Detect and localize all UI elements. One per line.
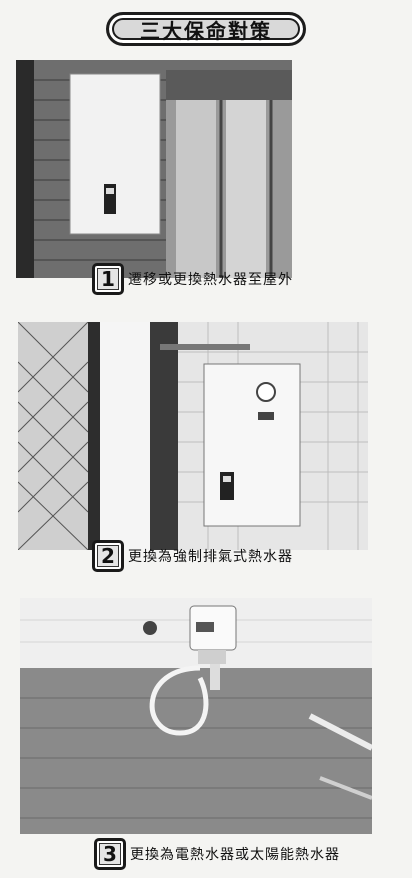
- electric-water-heater-bathroom-photo: [20, 598, 372, 834]
- step-number: 1: [92, 263, 124, 295]
- page-title: 三大保命對策: [106, 12, 306, 46]
- step-3: 3 更換為電熱水器或太陽能熱水器: [94, 838, 340, 870]
- step-2: 2 更換為強制排氣式熱水器: [92, 540, 293, 572]
- step-caption: 更換為強制排氣式熱水器: [128, 549, 293, 565]
- step-number: 2: [92, 540, 124, 572]
- step-caption: 遷移或更換熱水器至屋外: [128, 272, 293, 288]
- step-1: 1 遷移或更換熱水器至屋外: [92, 263, 293, 295]
- step-number: 3: [94, 838, 126, 870]
- step-caption: 更換為電熱水器或太陽能熱水器: [130, 847, 340, 863]
- outdoor-water-heater-photo: [16, 60, 292, 278]
- forced-exhaust-water-heater-photo: [18, 322, 368, 550]
